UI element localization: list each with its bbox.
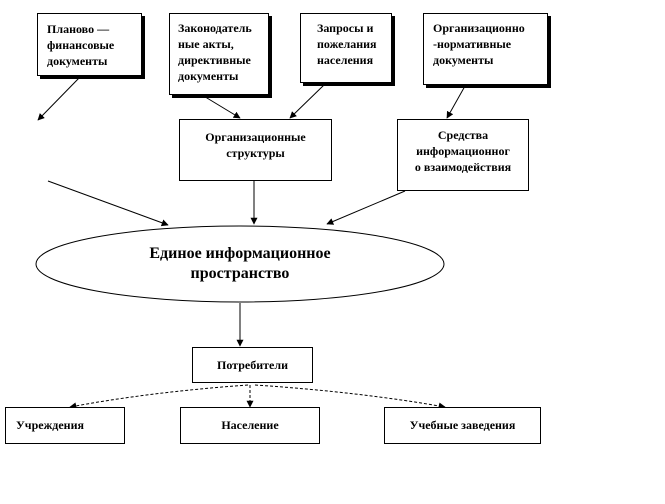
arrow-legislative-to-org	[201, 94, 241, 119]
org-norm-docs-box: Организационно -нормативные документы	[423, 13, 548, 85]
info-means-box: Средства информационног о взаимодействия	[397, 119, 529, 191]
consumers-label: Потребители	[217, 358, 288, 372]
plan-fin-docs-label: Планово — финансовые документы	[47, 22, 115, 68]
institutions-label: Учреждения	[16, 418, 84, 432]
legislative-acts-label: Законодатель ные акты, директивные докум…	[178, 21, 252, 83]
org-norm-docs-label: Организационно -нормативные документы	[433, 21, 525, 67]
legislative-acts-box: Законодатель ные акты, директивные докум…	[169, 13, 269, 95]
plan-fin-docs-box: Планово — финансовые документы	[37, 13, 142, 76]
info-space-ellipse	[35, 225, 445, 303]
population-box: Население	[180, 407, 320, 444]
consumers-box: Потребители	[192, 347, 313, 383]
schools-label: Учебные заведения	[409, 418, 516, 432]
org-structures-label: Организационные структуры	[205, 130, 306, 160]
arrow-means-to-space	[326, 190, 406, 225]
arrow-requests-to-org	[289, 83, 326, 119]
schools-box: Учебные заведения	[384, 407, 541, 444]
arrow-org-norm-to-means	[446, 85, 466, 119]
population-label: Население	[221, 418, 279, 432]
arrow-left-to-space	[47, 180, 169, 227]
population-requests-box: Запросы и пожелания населения	[300, 13, 392, 83]
arrow-consumers-to-schools	[254, 384, 446, 410]
info-means-label: Средства информационног о взаимодействия	[414, 128, 512, 174]
info-space-label: Единое информационное пространство	[149, 245, 331, 282]
institutions-box: Учреждения	[5, 407, 125, 444]
arrow-plan-fin	[37, 76, 81, 121]
org-structures-box: Организационные структуры	[179, 119, 332, 181]
population-requests-label: Запросы и пожелания населения	[317, 21, 377, 67]
arrow-consumers-to-institutions	[69, 384, 249, 410]
